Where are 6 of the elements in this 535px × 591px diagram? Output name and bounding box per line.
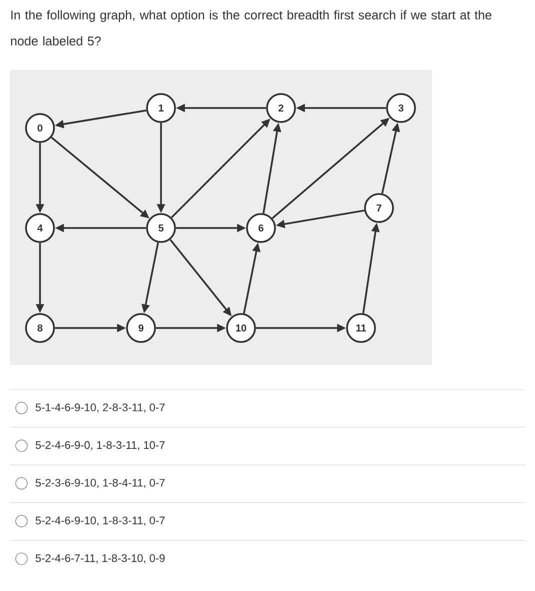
option-text: 5-2-4-6-9-10, 1-8-3-11, 0-7	[36, 516, 165, 526]
option-text: 5-1-4-6-9-10, 2-8-3-11, 0-7	[36, 403, 165, 413]
option-text: 5-2-3-6-9-10, 1-8-4-11, 0-7	[36, 478, 165, 488]
question-text: In the following graph, what option is the correct breadth first search if we start at the node labeled 5?	[11, 10, 492, 46]
option-text: 5-2-4-6-9-0, 1-8-3-11, 10-7	[36, 441, 165, 450]
option-text: 5-2-4-6-7-11, 1-8-3-10, 0-9	[36, 554, 165, 564]
